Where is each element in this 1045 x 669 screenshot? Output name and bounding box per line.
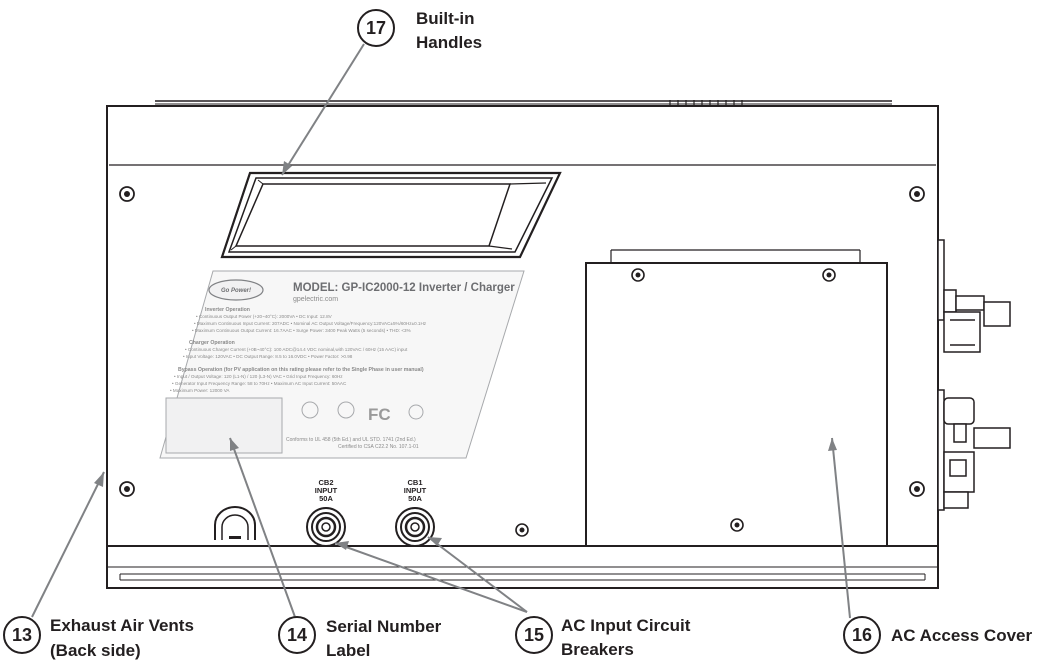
- built-in-handle: [220, 171, 562, 259]
- ac-access-cover: [585, 249, 888, 547]
- url-text: gpelectric.com: [293, 296, 338, 303]
- cb2-label-line-2: INPUT: [315, 486, 338, 495]
- screw-top-left: [119, 186, 135, 202]
- bypass-line-1: • Input / Output Voltage: 120 (L1-N) / 1…: [174, 374, 343, 379]
- callout-17-line-2: Handles: [416, 33, 482, 52]
- logo-text: Go Power!: [221, 288, 251, 294]
- callout-13: 13 Exhaust Air Vents (Back side): [3, 616, 194, 660]
- csa-mark: [408, 404, 424, 420]
- charger-line-1: • Continuous Charger Current (+0B~40°C):…: [185, 347, 408, 352]
- cable-loop: [214, 506, 256, 540]
- product-label: Go Power! MODEL: GP-IC2000-12 Inverter /…: [159, 270, 525, 459]
- serial-number-area: [165, 397, 283, 454]
- bypass-line-2: • Generator Input Frequency Range: 58 to…: [172, 381, 347, 386]
- leader-lines: [31, 43, 851, 619]
- callout-14-number: 14: [287, 625, 307, 645]
- ul-mark-1: [301, 401, 319, 419]
- screw-top-right: [909, 186, 925, 202]
- breaker-cb1[interactable]: CB1 INPUT 50A: [395, 478, 435, 547]
- callout-15: 15 AC Input Circuit Breakers: [515, 616, 691, 659]
- callout-14-line-2: Label: [326, 641, 370, 660]
- cert-line-2: Certified to CSA C22.2 No. 107.1-01: [338, 444, 419, 450]
- inverter-line-1: • Continuous Output Power (+20~40°C): 20…: [196, 314, 333, 319]
- callout-15-number: 15: [524, 625, 544, 645]
- callout-13-number: 13: [12, 625, 32, 645]
- ul-mark-2: [337, 401, 355, 419]
- inverter-line-2: • Maximum Continuous Input Current: 207A…: [194, 321, 427, 326]
- callout-14-line-1: Serial Number: [326, 617, 442, 636]
- side-terminal-lower: [937, 389, 1011, 511]
- callout-16: 16 AC Access Cover: [843, 616, 1032, 654]
- callout-17-line-1: Built-in: [416, 9, 475, 28]
- cb1-label-line-3: 50A: [408, 494, 422, 503]
- cover-screw-bottom: [730, 518, 744, 532]
- top-rail: [155, 100, 892, 106]
- inverter-line-3: • Maximum Continuous Output Current: 16.…: [192, 328, 411, 333]
- callout-14: 14 Serial Number Label: [278, 616, 442, 660]
- cert-line-1: Conforms to UL 458 (5th Ed.) and UL STD.…: [286, 437, 416, 443]
- bypass-line-3: • Maximum Power: 12000 VA: [170, 388, 230, 393]
- inverter-heading: Inverter Operation: [205, 307, 250, 313]
- leader-arrowheads: [94, 161, 837, 550]
- model-text: MODEL: GP-IC2000-12 Inverter / Charger: [293, 282, 515, 294]
- charger-heading: Charger Operation: [189, 340, 235, 346]
- callout-16-number: 16: [852, 625, 872, 645]
- cover-screw-top-left: [631, 268, 645, 282]
- callout-15-line-1: AC Input Circuit: [561, 616, 691, 635]
- callout-16-line-1: AC Access Cover: [891, 626, 1032, 645]
- screw-center: [515, 523, 529, 537]
- screw-bottom-right: [909, 481, 925, 497]
- cb2-label-line-1: CB2: [318, 478, 333, 487]
- callout-17: 17 Built-in Handles: [357, 9, 482, 52]
- callout-15-line-2: Breakers: [561, 640, 634, 659]
- callout-13-line-2: (Back side): [50, 641, 141, 660]
- charger-line-2: • Input Voltage: 120VAC • DC Output Rang…: [183, 354, 353, 359]
- cb2-label-line-3: 50A: [319, 494, 333, 503]
- breaker-cb2[interactable]: CB2 INPUT 50A: [306, 478, 346, 547]
- cb1-label-line-2: INPUT: [404, 486, 427, 495]
- side-terminal-upper: [937, 239, 1011, 353]
- callout-17-number: 17: [366, 18, 386, 38]
- screw-bottom-left: [119, 481, 135, 497]
- callout-13-line-1: Exhaust Air Vents: [50, 616, 194, 635]
- fcc-mark: FC: [368, 405, 391, 424]
- cb1-label-line-1: CB1: [407, 478, 422, 487]
- cover-screw-top-right: [822, 268, 836, 282]
- go-power-logo: [208, 279, 264, 301]
- bypass-heading: Bypass Operation (for PV application on …: [178, 367, 424, 373]
